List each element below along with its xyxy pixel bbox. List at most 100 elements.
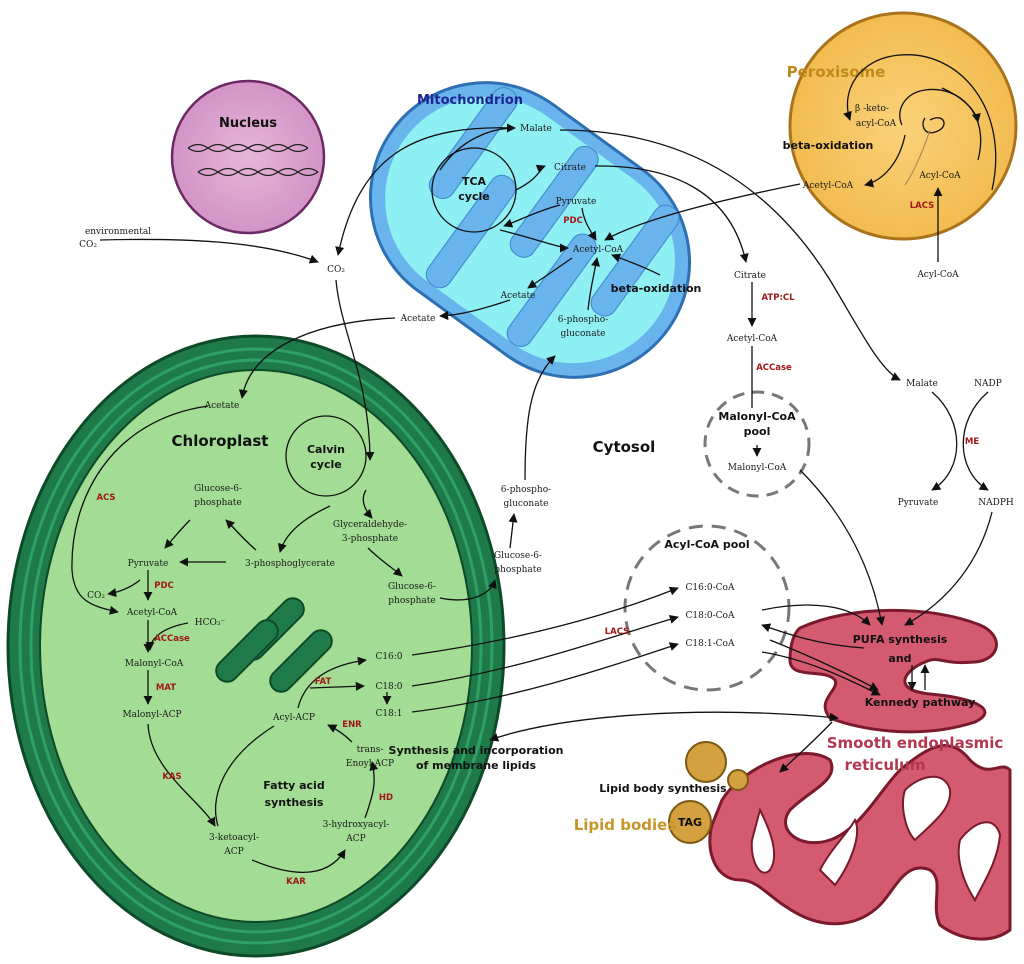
enzyme-acs: ACS: [96, 493, 115, 503]
tca-cycle-line2: cycle: [458, 190, 489, 203]
c16-0: C16:0: [375, 652, 402, 662]
acetyl-coa-cytosol: Acetyl-CoA: [726, 334, 778, 344]
c18-0-coa: C18:0-CoA: [686, 611, 735, 621]
enzyme-lacs: LACS: [605, 627, 630, 637]
enzyme-kas: KAS: [162, 772, 181, 782]
enzyme-kar: KAR: [286, 877, 306, 887]
acetyl-coa-mito: Acetyl-CoA: [572, 245, 624, 255]
enzyme-fat: FAT: [315, 677, 332, 687]
nucleus-title: Nucleus: [219, 116, 277, 131]
beta-oxidation-perox: beta-oxidation: [783, 139, 874, 152]
pgluc-cyt-line1: 6-phospho-: [501, 485, 551, 495]
chloroplast-title: Chloroplast: [172, 432, 269, 450]
lipid-bodies: TAG Lipid bodies Lipid body synthesis: [574, 741, 749, 844]
perox-keto-line2: acyl-CoA: [856, 119, 897, 129]
malonyl-pool-line1: Malonyl-CoA: [718, 410, 796, 423]
acetate-mito: Acetate: [500, 291, 536, 301]
enzyme-accase-cyt: ACCase: [756, 363, 792, 373]
pyruvate-mito: Pyruvate: [556, 197, 597, 207]
acetate-cytosol: Acetate: [400, 314, 436, 324]
er-title-line1: Smooth endoplasmic: [827, 734, 1004, 752]
fas-line2: synthesis: [265, 796, 324, 809]
enzyme-atpcl: ATP:CL: [762, 293, 796, 303]
er-title-line2: reticulum: [845, 756, 926, 774]
ketoacyl-line2: ACP: [223, 847, 243, 857]
acyl-coa-cytosol: Acyl-CoA: [916, 270, 959, 280]
c18-1-coa: C18:1-CoA: [686, 639, 735, 649]
smooth-endoplasmic-reticulum: Smooth endoplasmic reticulum: [708, 608, 1012, 941]
acyl-coa-pool-ring: [623, 524, 791, 692]
3-phosphoglycerate: 3-phosphoglycerate: [245, 559, 335, 569]
enzyme-enr: ENR: [342, 720, 362, 730]
g3p-line1: Glyceraldehyde-: [333, 520, 407, 530]
acyl-acp: Acyl-ACP: [272, 713, 315, 723]
acetate-chloroplast: Acetate: [204, 401, 240, 411]
c16-0-coa: C16:0-CoA: [686, 583, 735, 593]
malonyl-coa-cytosol: Malonyl-CoA: [728, 463, 787, 473]
malonyl-acp: Malonyl-ACP: [122, 710, 181, 720]
env-co2-line2: CO₂: [79, 240, 97, 250]
acetyl-coa-chloroplast: Acetyl-CoA: [126, 608, 178, 618]
malate-mito: Malate: [520, 124, 552, 134]
pgluc-cyt-line2: gluconate: [504, 499, 549, 509]
lipid-body-synthesis-label: Lipid body synthesis: [599, 782, 727, 795]
c18-1: C18:1: [375, 709, 402, 719]
co2-chloroplast: CO₂: [87, 591, 105, 601]
nucleus: Nucleus: [170, 79, 326, 235]
nadp-label: NADP: [974, 379, 1002, 389]
cytosol-title: Cytosol: [593, 438, 656, 456]
calvin-cycle-line2: cycle: [310, 458, 341, 471]
enzyme-pdc-chl: PDC: [154, 581, 174, 591]
mitochondrion-title: Mitochondrion: [417, 93, 523, 108]
pufa-line1: PUFA synthesis: [853, 633, 948, 646]
malate-cytosol: Malate: [906, 379, 938, 389]
enzyme-hd: HD: [379, 793, 393, 803]
c18-0: C18:0: [375, 682, 402, 692]
dna-icon: [187, 143, 319, 177]
nadph-label: NADPH: [978, 498, 1014, 508]
ketoacyl-line1: 3-ketoacyl-: [209, 833, 259, 843]
tca-cycle-line1: TCA: [462, 175, 487, 188]
pyruvate-cytosol: Pyruvate: [898, 498, 939, 508]
labels: environmental CO₂ CO₂ Acetate TCA cycle …: [79, 104, 1014, 887]
hydroxyacyl-line1: 3-hydroxyacyl-: [323, 820, 390, 830]
peroxisome: Peroxisome: [787, 11, 1018, 241]
enzyme-me: ME: [965, 437, 979, 447]
peroxisome-title: Peroxisome: [787, 63, 886, 81]
tag-label: TAG: [678, 816, 702, 829]
citrate-cytosol: Citrate: [734, 271, 766, 281]
pufa-line3: Kennedy pathway: [865, 696, 976, 709]
malonyl-coa-pool-ring: [703, 390, 811, 498]
g6p-cyt-line1: Glucose-6-: [494, 551, 542, 561]
enzyme-pdc-mito: PDC: [563, 216, 583, 226]
enzyme-accase-chl: ACCase: [154, 634, 190, 644]
pufa-line2: and: [888, 652, 911, 665]
g6p-chl-line2: phosphate: [194, 498, 241, 508]
calvin-cycle-line1: Calvin: [307, 443, 345, 456]
trans-enoyl-line1: trans-: [357, 745, 384, 755]
malonyl-coa-chloroplast: Malonyl-CoA: [125, 659, 184, 669]
perox-acetyl-coa: Acetyl-CoA: [802, 181, 854, 191]
env-co2-line1: environmental: [85, 227, 151, 237]
enzyme-mat: MAT: [156, 683, 176, 693]
membrane-line2: of membrane lipids: [416, 759, 536, 772]
membrane-line1: Synthesis and incorporation: [389, 744, 564, 757]
lipid-bodies-title: Lipid bodies: [574, 816, 677, 834]
pgluc-mito-line2: gluconate: [561, 329, 606, 339]
acyl-coa-pool-title: Acyl-CoA pool: [664, 538, 749, 551]
g3p-line2: 3-phosphate: [342, 534, 398, 544]
malonyl-pool-line2: pool: [744, 425, 771, 438]
pgluc-mito-line1: 6-phospho-: [558, 315, 608, 325]
pathway-arrows: [71, 123, 993, 873]
trans-enoyl-line2: Enoyl-ACP: [346, 759, 394, 769]
g6p-chl-line1: Glucose-6-: [194, 484, 242, 494]
citrate-mito: Citrate: [554, 163, 586, 173]
pyruvate-chloroplast: Pyruvate: [128, 559, 169, 569]
chloroplast: Chloroplast: [6, 334, 506, 958]
co2-cytosol: CO₂: [327, 265, 345, 275]
g6p-cyt-line2: phosphate: [494, 565, 541, 575]
hco3-label: HCO₃⁻: [195, 618, 226, 628]
beta-oxidation-mito: beta-oxidation: [611, 282, 702, 295]
